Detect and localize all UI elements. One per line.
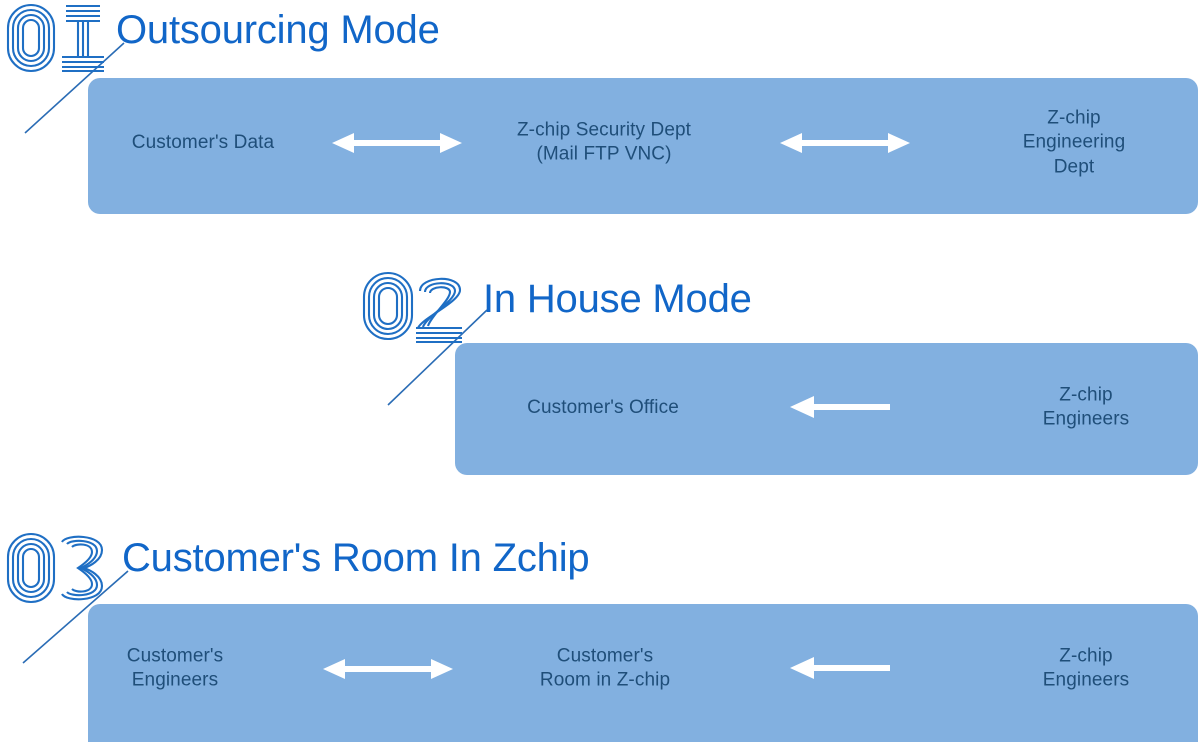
section-1-node-2: Z-chip Security Dept (Mail FTP VNC)	[516, 119, 692, 165]
section-3-node-3: Z-chip Engineers	[1042, 645, 1130, 691]
section-1-node-1: Customer's Data	[131, 131, 275, 153]
step-number-03	[6, 532, 104, 604]
section-1-node-3: Z-chip Engineering Dept	[1022, 107, 1126, 178]
section-bar-1	[88, 78, 1198, 214]
section-bar-3	[88, 604, 1198, 742]
leader-line-3	[22, 570, 129, 664]
section-2-node-1: Customer's Office	[527, 396, 679, 418]
step-number-01	[6, 3, 104, 73]
section-3-node-2: Customer's Room in Z-chip	[539, 645, 671, 691]
section-2-node-2: Z-chip Engineers	[1042, 384, 1130, 430]
section-1-arrow-1	[332, 133, 462, 153]
leader-line-2	[387, 309, 488, 406]
section-title-3: Customer's Room In Zchip	[122, 536, 590, 580]
section-3-arrow-2	[790, 657, 890, 679]
leader-line-1	[24, 42, 125, 134]
section-title-1: Outsourcing Mode	[116, 8, 440, 52]
section-2-arrow-1	[790, 396, 890, 418]
section-title-2: In House Mode	[483, 277, 752, 321]
section-3-node-1: Customer's Engineers	[126, 645, 224, 691]
section-3-arrow-1	[323, 659, 453, 679]
section-1-arrow-2	[780, 133, 910, 153]
step-number-02	[362, 271, 462, 344]
